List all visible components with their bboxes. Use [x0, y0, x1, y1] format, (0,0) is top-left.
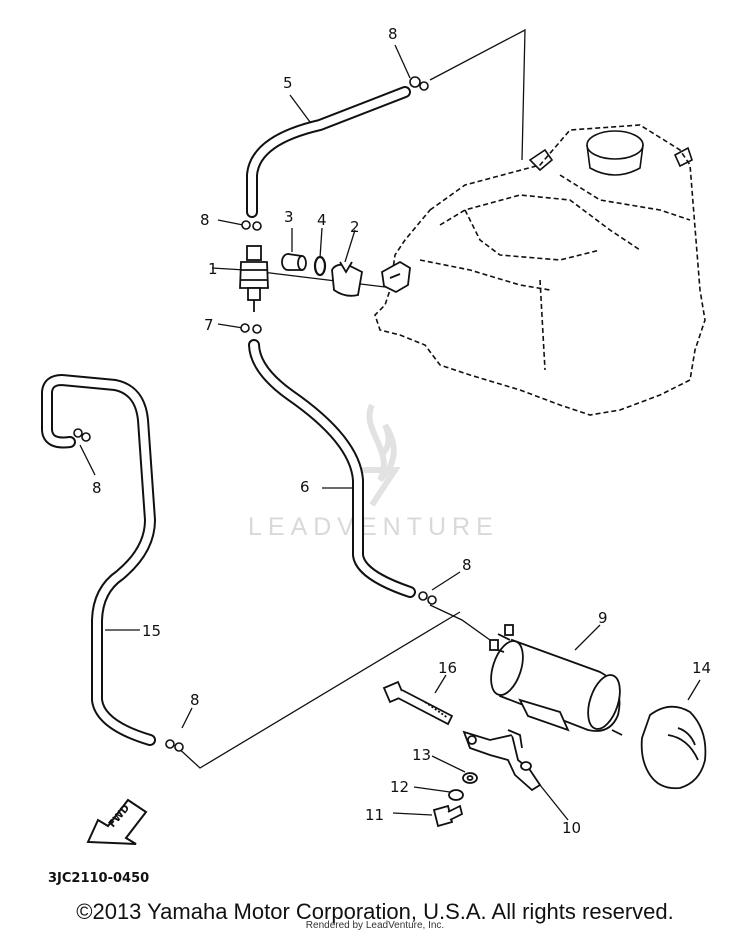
fwd-arrow-icon: FWD — [86, 798, 148, 845]
callout-10: 10 — [562, 819, 581, 837]
callout-13: 13 — [412, 746, 431, 764]
fuel-pump-9 — [489, 624, 623, 736]
tank-filler-cap — [586, 130, 644, 176]
callout-9: 9 — [598, 609, 608, 627]
bracket-10 — [462, 729, 542, 792]
leader-lines — [79, 28, 701, 821]
callout-8-lower: 8 — [190, 691, 200, 709]
callout-3: 3 — [284, 208, 294, 226]
fitting-3 — [281, 253, 307, 271]
bolt-16 — [382, 680, 454, 726]
bolt-11 — [432, 804, 464, 828]
hose-clamp — [73, 76, 437, 752]
callout-8-top: 8 — [388, 25, 398, 43]
callout-2: 2 — [350, 218, 360, 236]
callout-8-mid: 8 — [462, 556, 472, 574]
watermark-text: LEADVENTURE — [248, 513, 499, 541]
o-ring-4 — [313, 255, 327, 277]
fuel-filter-1 — [239, 245, 269, 312]
washer-12 — [448, 789, 464, 801]
cover-14 — [640, 705, 707, 790]
tank-fitting-top — [528, 146, 693, 172]
callout-4: 4 — [317, 211, 327, 229]
callout-7: 7 — [204, 316, 214, 334]
callout-1: 1 — [208, 260, 218, 278]
callout-16: 16 — [438, 659, 457, 677]
callout-14: 14 — [692, 659, 711, 677]
tank-outlet-fitting — [381, 260, 411, 294]
diagram-code: 3JC2110-0450 — [48, 871, 149, 886]
copyright-notice: ©2013 Yamaha Motor Corporation, U.S.A. A… — [76, 899, 674, 924]
washer-13 — [462, 772, 478, 784]
fuel-tank — [374, 124, 706, 416]
callout-6: 6 — [300, 478, 310, 496]
callout-8-left: 8 — [92, 479, 102, 497]
callout-12: 12 — [390, 778, 409, 796]
callout-15: 15 — [142, 622, 161, 640]
callout-8-upper: 8 — [200, 211, 210, 229]
fuel-hose-5 — [246, 86, 411, 218]
callout-11: 11 — [365, 806, 384, 824]
callout-5: 5 — [283, 74, 293, 92]
rendered-by-text: Rendered by LeadVenture, Inc. — [305, 920, 445, 931]
clamp-2 — [331, 261, 364, 297]
watermark-logo-icon — [362, 403, 401, 507]
